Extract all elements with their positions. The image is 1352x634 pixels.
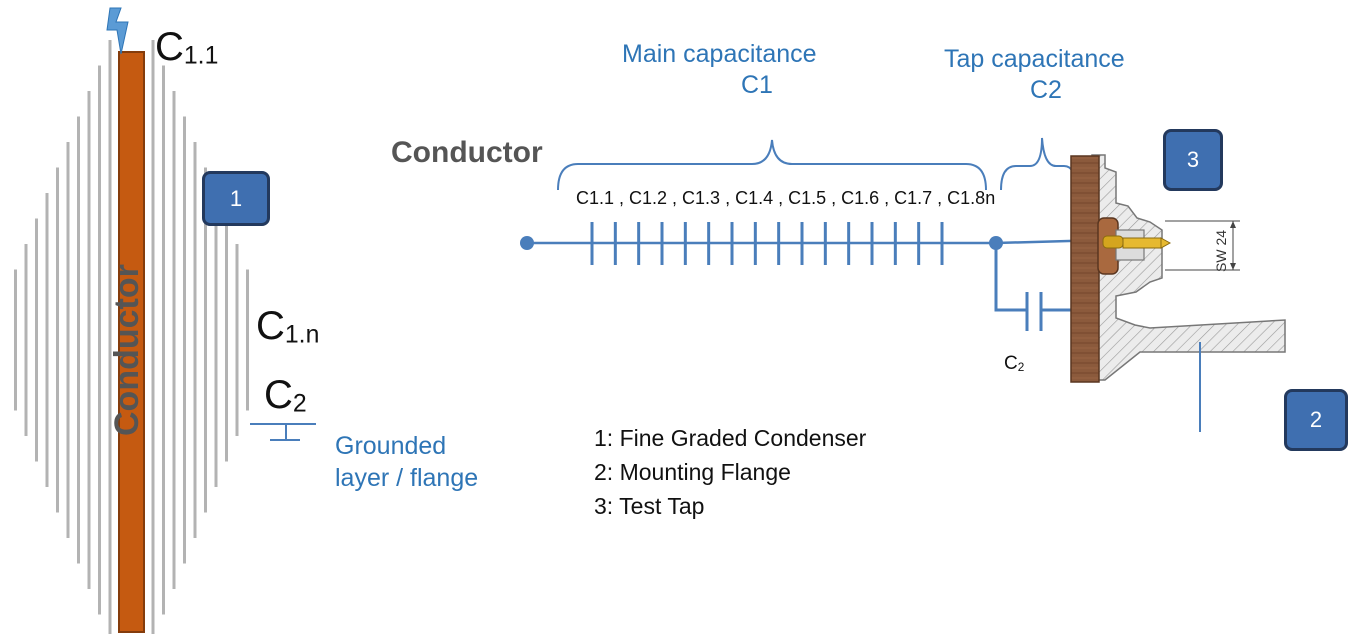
ground-symbol: [250, 423, 316, 441]
test-tap-cross-section: [1070, 154, 1286, 432]
series-capacitor-chain: [590, 222, 944, 265]
main-capacitance-brace: [557, 139, 987, 191]
dimension-label: SW 24: [1213, 230, 1229, 272]
central-conductor: [118, 51, 145, 633]
tap-capacitance-brace: [1000, 137, 1077, 191]
lightning-icon: [106, 7, 129, 55]
